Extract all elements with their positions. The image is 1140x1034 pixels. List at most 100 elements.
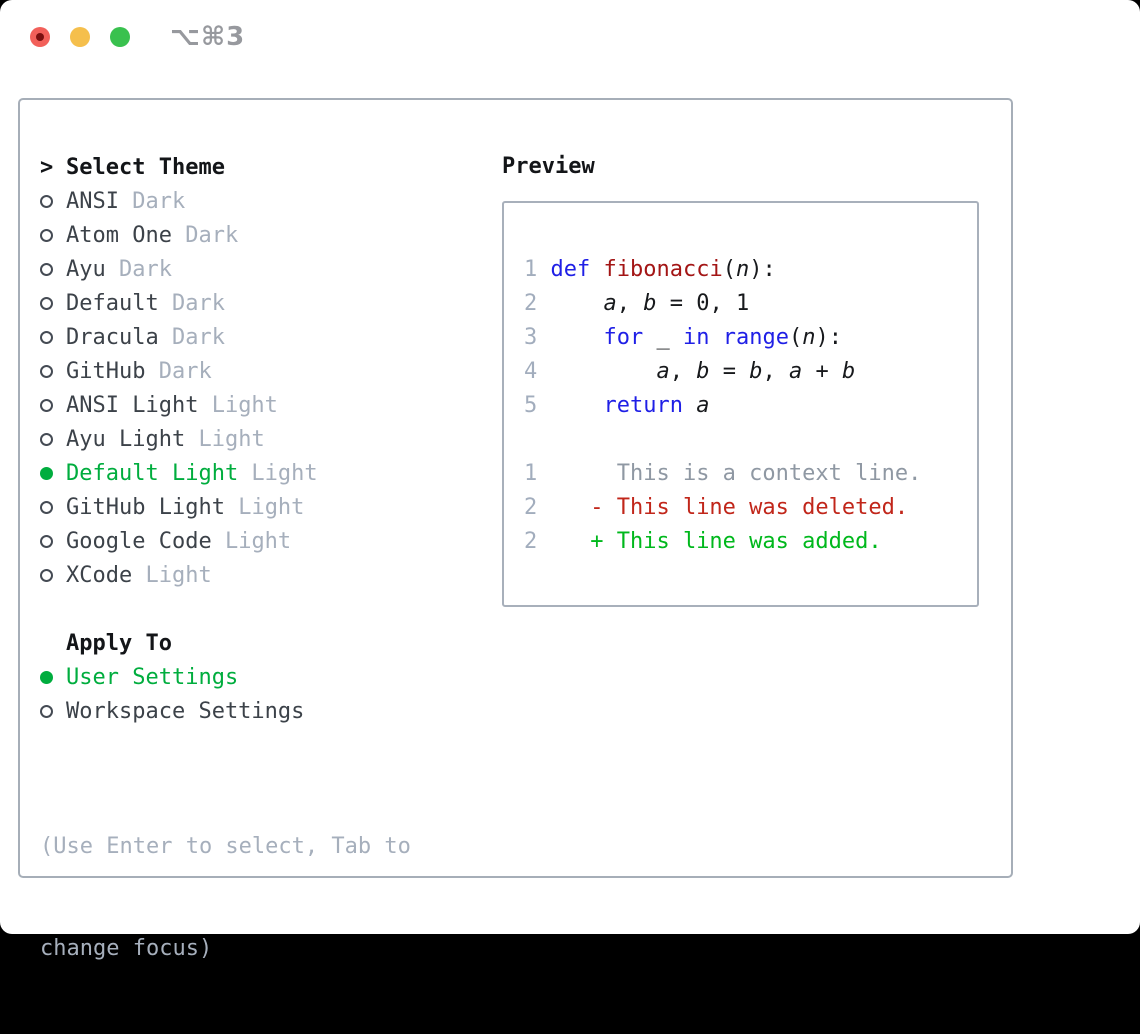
code-line [524, 423, 977, 457]
code-token [683, 393, 696, 418]
radio-unselected-icon [40, 398, 53, 412]
code-token: n [802, 325, 816, 350]
window-titlebar: ⌥⌘3 [0, 0, 1140, 75]
theme-option[interactable]: ANSI Dark [40, 184, 411, 218]
apply-option[interactable]: Workspace Settings [40, 694, 411, 728]
theme-name: Ayu [66, 256, 106, 282]
apply-to-header: Apply To [40, 626, 411, 660]
code-token: = 0, 1 [656, 291, 750, 316]
code-token: b [841, 359, 856, 384]
spacer [40, 637, 53, 650]
theme-option[interactable]: Google Code Light [40, 524, 411, 558]
focus-caret-icon: > [40, 154, 54, 180]
code-line: 1 This is a context line. [524, 457, 977, 491]
preview-title: Preview [502, 154, 595, 179]
theme-name: Default [66, 290, 159, 316]
code-line: 3 for _ in range(n): [524, 321, 977, 355]
code-token: , [616, 291, 644, 316]
select-theme-title: Select Theme [66, 154, 225, 180]
code-token: n [735, 257, 750, 282]
code-token: b [643, 291, 657, 316]
code-token [537, 257, 550, 282]
theme-option[interactable]: GitHub Dark [40, 354, 411, 388]
radio-unselected-icon [40, 330, 53, 344]
theme-option[interactable]: ANSI Light Light [40, 388, 411, 422]
radio-selected-icon [40, 670, 53, 684]
code-token: a [696, 393, 710, 418]
unsaved-changes-dot-icon [36, 33, 44, 41]
theme-name: GitHub Light [66, 494, 225, 520]
radio-unselected-icon [40, 432, 53, 446]
line-number: 1 [524, 257, 538, 282]
theme-option[interactable]: Ayu Light Light [40, 422, 411, 456]
code-token: fibonacci [603, 257, 723, 282]
theme-name: Google Code [66, 528, 212, 554]
theme-variant: Light [132, 562, 212, 588]
code-token: + This line was added. [537, 529, 882, 554]
radio-unselected-icon [40, 262, 53, 276]
code-token: in [682, 325, 710, 350]
line-number: 3 [524, 325, 538, 350]
line-number: 2 [524, 529, 538, 554]
line-number: 1 [524, 461, 538, 486]
theme-name: ANSI [66, 188, 119, 214]
theme-option[interactable]: Default Dark [40, 286, 411, 320]
apply-option[interactable]: User Settings [40, 660, 411, 694]
theme-option[interactable]: XCode Light [40, 558, 411, 592]
theme-variant: Light [211, 528, 292, 554]
theme-variant: Light [198, 392, 278, 418]
theme-option[interactable]: Atom One Dark [40, 218, 411, 252]
radio-unselected-icon [40, 194, 53, 208]
code-line: 2 + This line was added. [524, 525, 977, 559]
code-token [709, 325, 722, 350]
select-theme-header: > Select Theme [40, 150, 411, 184]
theme-name: Dracula [66, 324, 159, 350]
code-token: ): [815, 325, 842, 350]
code-token: _ [643, 325, 683, 350]
radio-unselected-icon [40, 704, 53, 718]
theme-name: Ayu Light [66, 426, 186, 452]
code-token [537, 291, 603, 316]
code-token: return [603, 393, 683, 418]
code-token [537, 359, 656, 384]
zoom-button[interactable] [110, 27, 130, 47]
theme-option[interactable]: Dracula Dark [40, 320, 411, 354]
theme-option[interactable]: Ayu Dark [40, 252, 411, 286]
code-token [537, 325, 603, 350]
line-number: 2 [524, 495, 538, 520]
code-token: ): [749, 257, 776, 282]
theme-name: ANSI Light [66, 392, 199, 418]
minimize-button[interactable] [70, 27, 90, 47]
code-token: a [603, 291, 617, 316]
help-hint-line1: (Use Enter to select, Tab to [40, 834, 411, 859]
theme-name: Default Light [66, 460, 239, 486]
theme-variant: Light [238, 460, 318, 486]
code-token: = [709, 359, 750, 384]
theme-option[interactable]: Default Light Light [40, 456, 411, 490]
close-button[interactable] [30, 27, 50, 47]
code-token: b [696, 359, 710, 384]
radio-unselected-icon [40, 228, 53, 242]
code-token [537, 393, 603, 418]
code-token: ( [788, 325, 803, 350]
radio-selected-icon [40, 466, 53, 480]
theme-variant: Light [224, 494, 305, 520]
theme-variant: Dark [158, 324, 225, 350]
code-token: , [669, 359, 697, 384]
apply-option-label: Workspace Settings [66, 698, 305, 724]
code-token [590, 257, 603, 282]
code-token: a [788, 359, 803, 384]
code-token: ( [722, 257, 736, 282]
code-line: 2 a, b = 0, 1 [524, 287, 977, 321]
theme-name: XCode [66, 562, 133, 588]
radio-unselected-icon [40, 500, 53, 514]
line-number: 4 [524, 359, 538, 384]
line-number: 5 [524, 393, 538, 418]
help-hint: (Use Enter to select, Tab to change focu… [40, 762, 411, 1034]
theme-option[interactable]: GitHub Light Light [40, 490, 411, 524]
code-token: , [762, 359, 789, 384]
